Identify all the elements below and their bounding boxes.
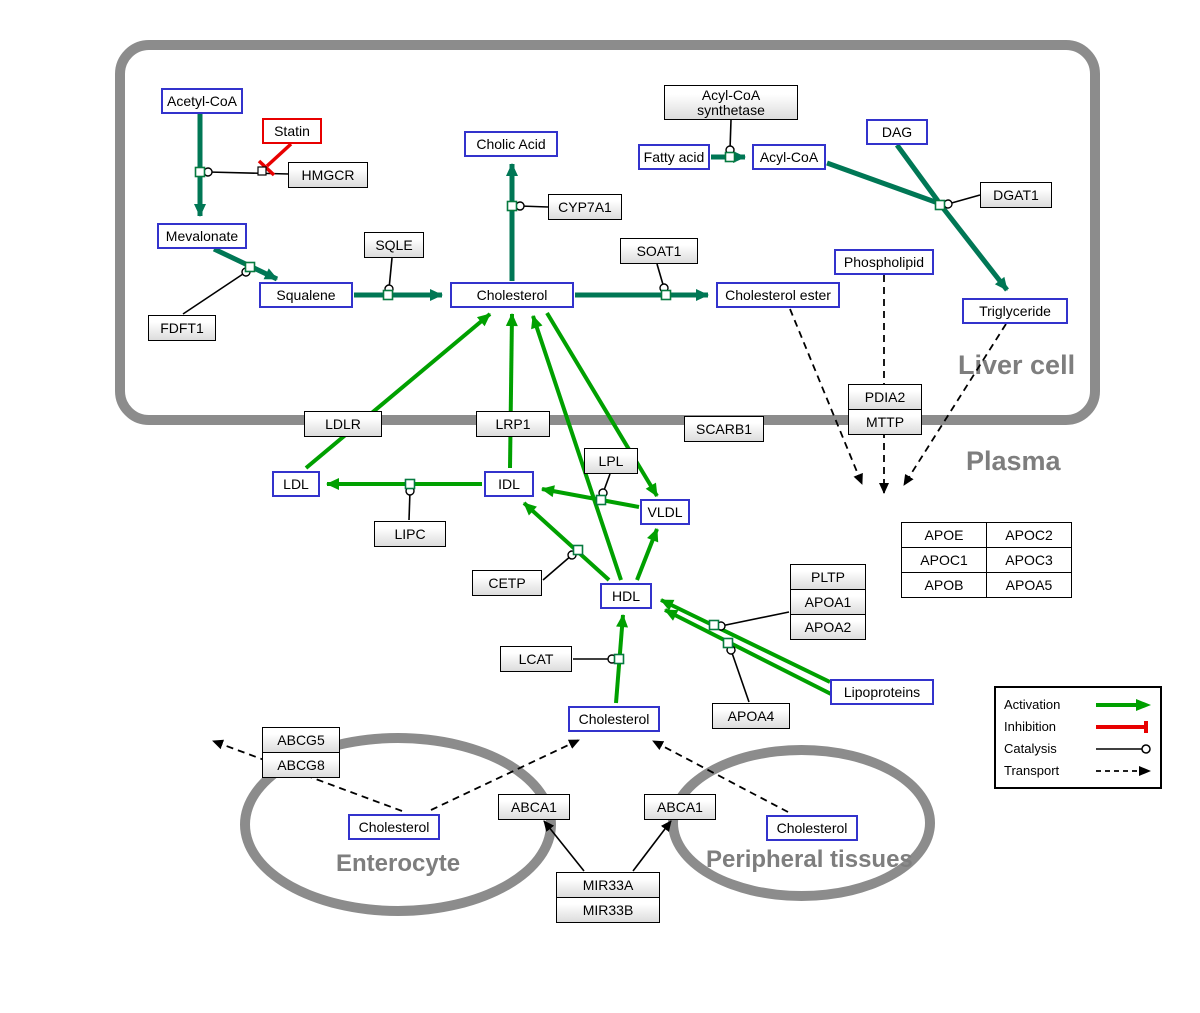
node-pltp[interactable]: PLTP xyxy=(790,564,866,590)
liver-cell-label: Liver cell xyxy=(958,350,1076,380)
legend-catalysis-label: Catalysis xyxy=(1004,741,1057,756)
node-acyl-coa-synthetase[interactable]: Acyl-CoA synthetase xyxy=(664,85,798,120)
node-phospholipid[interactable]: Phospholipid xyxy=(834,249,934,275)
node-cholesterol-plasma[interactable]: Cholesterol xyxy=(568,706,660,732)
node-hmgcr[interactable]: HMGCR xyxy=(288,162,368,188)
node-sqle[interactable]: SQLE xyxy=(364,232,424,258)
peripheral-tissues-membrane xyxy=(668,745,935,901)
node-dgat1[interactable]: DGAT1 xyxy=(980,182,1052,208)
node-acetyl-coa[interactable]: Acetyl-CoA xyxy=(161,88,243,114)
node-statin[interactable]: Statin xyxy=(262,118,322,144)
enterocyte-label: Enterocyte xyxy=(336,850,461,877)
node-lipoproteins[interactable]: Lipoproteins xyxy=(830,679,934,705)
stack-pltp-apoa1-apoa2: PLTP APOA1 APOA2 xyxy=(790,564,866,640)
catalysis-circle-icon xyxy=(1096,743,1151,754)
activation-arrow-icon xyxy=(1096,698,1151,711)
node-cetp[interactable]: CETP xyxy=(472,570,542,596)
peripheral-tissues-label: Peripheral tissues xyxy=(706,846,913,873)
node-pdia2[interactable]: PDIA2 xyxy=(848,384,922,410)
node-fatty-acid[interactable]: Fatty acid xyxy=(638,144,710,170)
node-cholesterol-enterocyte[interactable]: Cholesterol xyxy=(348,814,440,840)
node-cholesterol-liver[interactable]: Cholesterol xyxy=(450,282,574,308)
node-soat1[interactable]: SOAT1 xyxy=(620,238,698,264)
node-hdl[interactable]: HDL xyxy=(600,583,652,609)
node-squalene[interactable]: Squalene xyxy=(259,282,353,308)
node-apoa4[interactable]: APOA4 xyxy=(712,703,790,729)
node-dag[interactable]: DAG xyxy=(866,119,928,145)
node-mir33b[interactable]: MIR33B xyxy=(556,897,660,923)
stack-abcg5-abcg8: ABCG5 ABCG8 xyxy=(262,727,340,778)
stack-mir33: MIR33A MIR33B xyxy=(556,872,660,923)
node-lcat[interactable]: LCAT xyxy=(500,646,572,672)
legend-row-catalysis: Catalysis xyxy=(1004,739,1152,758)
node-lipc[interactable]: LIPC xyxy=(374,521,446,547)
node-ldl[interactable]: LDL xyxy=(272,471,320,497)
node-apoc3[interactable]: APOC3 xyxy=(986,547,1072,573)
catalysis-edges xyxy=(182,119,981,872)
node-ldlr[interactable]: LDLR xyxy=(304,411,382,437)
liver-cell-membrane xyxy=(115,40,1100,425)
node-apoc1[interactable]: APOC1 xyxy=(901,547,987,573)
node-cholesterol-peripheral[interactable]: Cholesterol xyxy=(766,815,858,841)
reaction-anchors xyxy=(194,151,946,665)
node-cholesterol-ester[interactable]: Cholesterol ester xyxy=(716,282,840,308)
node-abca1-left[interactable]: ABCA1 xyxy=(498,794,570,820)
node-mttp[interactable]: MTTP xyxy=(848,409,922,435)
plasma-label: Plasma xyxy=(966,446,1061,476)
node-apoa5[interactable]: APOA5 xyxy=(986,572,1072,598)
node-mir33a[interactable]: MIR33A xyxy=(556,872,660,898)
node-abcg5[interactable]: ABCG5 xyxy=(262,727,340,753)
stack-pdia2-mttp: PDIA2 MTTP xyxy=(848,384,922,435)
legend-transport-label: Transport xyxy=(1004,763,1060,778)
node-cholic-acid[interactable]: Cholic Acid xyxy=(464,131,558,157)
node-acyl-coa[interactable]: Acyl-CoA xyxy=(752,144,826,170)
node-abcg8[interactable]: ABCG8 xyxy=(262,752,340,778)
node-lpl[interactable]: LPL xyxy=(584,448,638,474)
node-mevalonate[interactable]: Mevalonate xyxy=(157,223,247,249)
node-lrp1[interactable]: LRP1 xyxy=(476,411,550,437)
node-abca1-right[interactable]: ABCA1 xyxy=(644,794,716,820)
node-apoa2[interactable]: APOA2 xyxy=(790,614,866,640)
node-apob[interactable]: APOB xyxy=(901,572,987,598)
node-apoe[interactable]: APOE xyxy=(901,522,987,548)
apolipoprotein-table: APOE APOC2 APOC1 APOC3 APOB APOA5 xyxy=(901,522,1072,598)
transport-dashed-arrow-icon xyxy=(1096,765,1151,776)
legend-inhibition-label: Inhibition xyxy=(1004,719,1057,734)
node-apoc2[interactable]: APOC2 xyxy=(986,522,1072,548)
legend-activation-label: Activation xyxy=(1004,697,1061,712)
node-vldl[interactable]: VLDL xyxy=(640,499,690,525)
inhibition-tbar-icon xyxy=(1096,720,1148,733)
node-triglyceride[interactable]: Triglyceride xyxy=(962,298,1068,324)
legend-row-inhibition: Inhibition xyxy=(1004,717,1152,736)
node-apoa1[interactable]: APOA1 xyxy=(790,589,866,615)
legend-row-transport: Transport xyxy=(1004,761,1152,780)
node-cyp7a1[interactable]: CYP7A1 xyxy=(548,194,622,220)
node-fdft1[interactable]: FDFT1 xyxy=(148,315,216,341)
node-idl[interactable]: IDL xyxy=(484,471,534,497)
node-scarb1[interactable]: SCARB1 xyxy=(684,416,764,442)
legend-row-activation: Activation xyxy=(1004,695,1152,714)
activation-edges xyxy=(304,311,834,704)
legend: Activation Inhibition Catalysis Transpor… xyxy=(994,686,1162,789)
